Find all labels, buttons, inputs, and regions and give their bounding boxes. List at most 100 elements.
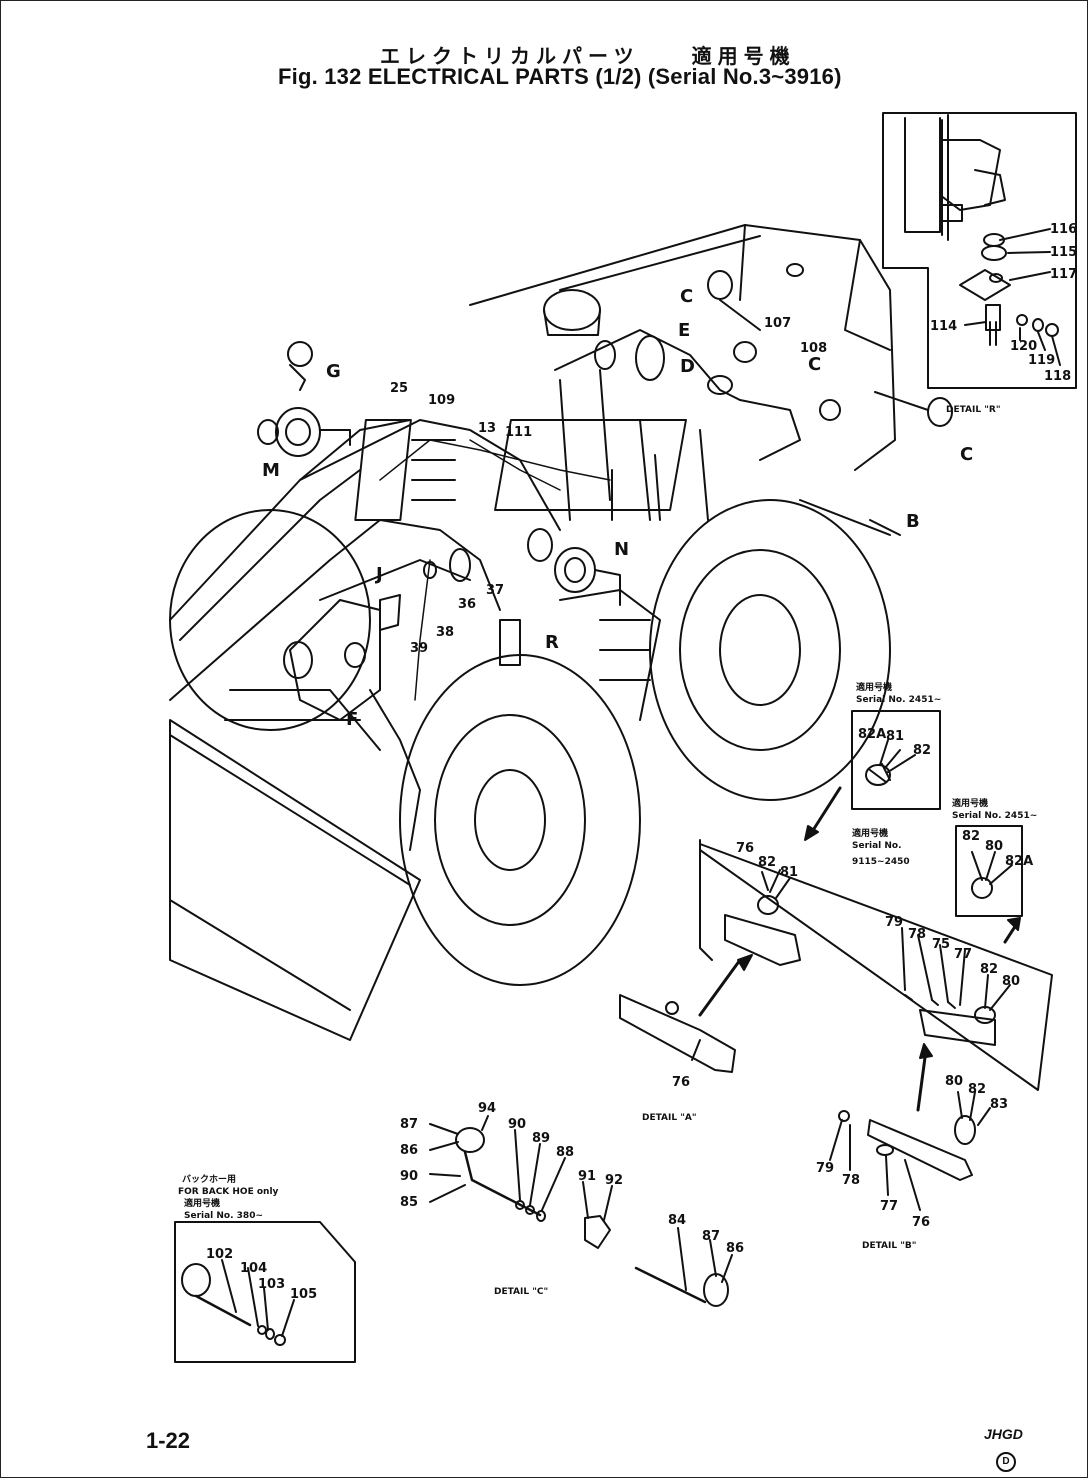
detail-r-drawing [882,112,1077,389]
label-75-a: 75 [932,937,950,952]
callout-m: M [262,460,280,481]
label-85-c: 85 [400,1195,418,1210]
label-76-b: 76 [912,1215,930,1230]
callout-108: 108 [800,341,827,356]
detail-b-drawing [829,1043,991,1211]
label-80-a: 80 [1002,974,1020,989]
backhoe-serial-jp: 適用号機 [184,1197,220,1209]
note3-serial: Serial No. 2451~ [952,811,1037,821]
callout-37: 37 [486,583,504,598]
label-79-a: 79 [885,915,903,930]
label-79-b: 79 [816,1161,834,1176]
page-title: Fig. 132 ELECTRICAL PARTS (1/2) (Serial … [278,64,842,89]
note3-jp: 適用号機 [952,797,988,809]
callout-e: E [678,320,690,341]
backhoe-title: FOR BACK HOE only [178,1187,279,1197]
loader-callouts: G M C E D 107 108 C C 25 109 13 111 B N … [262,286,973,730]
label-80-box2: 80 [985,839,1003,854]
loader-drawing [169,224,953,1041]
label-94-c: 94 [478,1101,496,1116]
label-89-c: 89 [532,1131,550,1146]
label-83-b: 83 [990,1097,1008,1112]
note2-jp: 適用号機 [852,827,888,839]
backhoe-serial: Serial No. 380~ [184,1211,263,1221]
callout-c-mid: C [808,354,821,375]
backhoe-jp: バックホー用 [182,1174,236,1185]
label-115: 115 [1050,245,1077,260]
detail-c-caption: DETAIL "C" [494,1287,548,1297]
revision-mark: D [996,1452,1016,1472]
label-116: 116 [1050,222,1077,237]
callout-c-top: C [680,286,693,307]
label-76-bottom: 76 [672,1075,690,1090]
detail-c-drawing [429,1115,733,1307]
label-82-a2: 82 [980,962,998,977]
label-77-b: 77 [880,1199,898,1214]
label-87-c: 87 [400,1117,418,1132]
label-81-a: 81 [780,865,798,880]
label-86-c2: 86 [726,1241,744,1256]
label-84-c: 84 [668,1213,686,1228]
label-91-c: 91 [578,1169,596,1184]
callout-36: 36 [458,597,476,612]
label-82a-box2: 82A [1005,854,1033,869]
callout-n: N [614,539,629,560]
note1-serial: Serial No. 2451~ [856,695,941,705]
backhoe-drawing [174,1221,356,1363]
label-82-b: 82 [968,1082,986,1097]
callout-r: R [545,632,559,653]
label-105: 105 [290,1287,317,1302]
callout-107: 107 [764,316,791,331]
callout-38: 38 [436,625,454,640]
label-118: 118 [1044,369,1071,384]
label-119: 119 [1028,353,1055,368]
callout-25: 25 [390,381,408,396]
label-82-a: 82 [758,855,776,870]
label-114: 114 [930,319,957,334]
callout-109: 109 [428,393,455,408]
label-92-c: 92 [605,1173,623,1188]
callout-g: G [326,361,341,382]
callout-b: B [906,511,920,532]
label-78-b: 78 [842,1173,860,1188]
callout-13: 13 [478,421,496,436]
callout-f: F [346,709,358,730]
callout-j: J [374,564,383,585]
label-76-top: 76 [736,841,754,856]
label-86-c: 86 [400,1143,418,1158]
label-88-c: 88 [556,1145,574,1160]
label-82-box2: 82 [962,829,980,844]
backhoe-labels: バックホー用 FOR BACK HOE only 適用号機 Serial No.… [178,1174,317,1302]
label-82: 82 [913,743,931,758]
note1-jp: 適用号機 [856,681,892,693]
label-120: 120 [1010,339,1037,354]
detail-a-caption: DETAIL "A" [642,1113,697,1123]
detail-b-caption: DETAIL "B" [862,1241,916,1251]
note2-range: 9115~2450 [852,857,910,867]
label-82a: 82A [858,727,886,742]
publisher-logo: JHGD [984,1426,1023,1442]
callout-111: 111 [505,425,532,440]
detail-a-labels: 適用号機 Serial No. 2451~ 82A 81 82 適用号機 Ser… [642,681,1037,1123]
label-78-a: 78 [908,927,926,942]
detail-r-labels: 116 115 117 114 120 119 118 DETAIL "R" [930,222,1077,415]
detail-c-labels: 87 94 90 89 88 86 90 85 91 92 84 87 86 D… [400,1101,744,1297]
title-japanese: エレクトリカルパーツ 適用号機 [380,44,796,68]
detail-b-labels: 80 82 83 79 78 77 76 DETAIL "B" [816,1074,1008,1251]
page-number: 1-22 [146,1428,191,1453]
detail-a-drawing [619,710,1053,1091]
label-87-c2: 87 [702,1229,720,1244]
label-102: 102 [206,1247,233,1262]
label-103: 103 [258,1277,285,1292]
callout-c-right: C [960,444,973,465]
label-90-c2: 90 [400,1169,418,1184]
label-117: 117 [1050,267,1077,282]
note2-serial: Serial No. [852,841,902,851]
label-80-b: 80 [945,1074,963,1089]
label-104: 104 [240,1261,267,1276]
label-90-c: 90 [508,1117,526,1132]
label-81: 81 [886,729,904,744]
label-77-a: 77 [954,947,972,962]
